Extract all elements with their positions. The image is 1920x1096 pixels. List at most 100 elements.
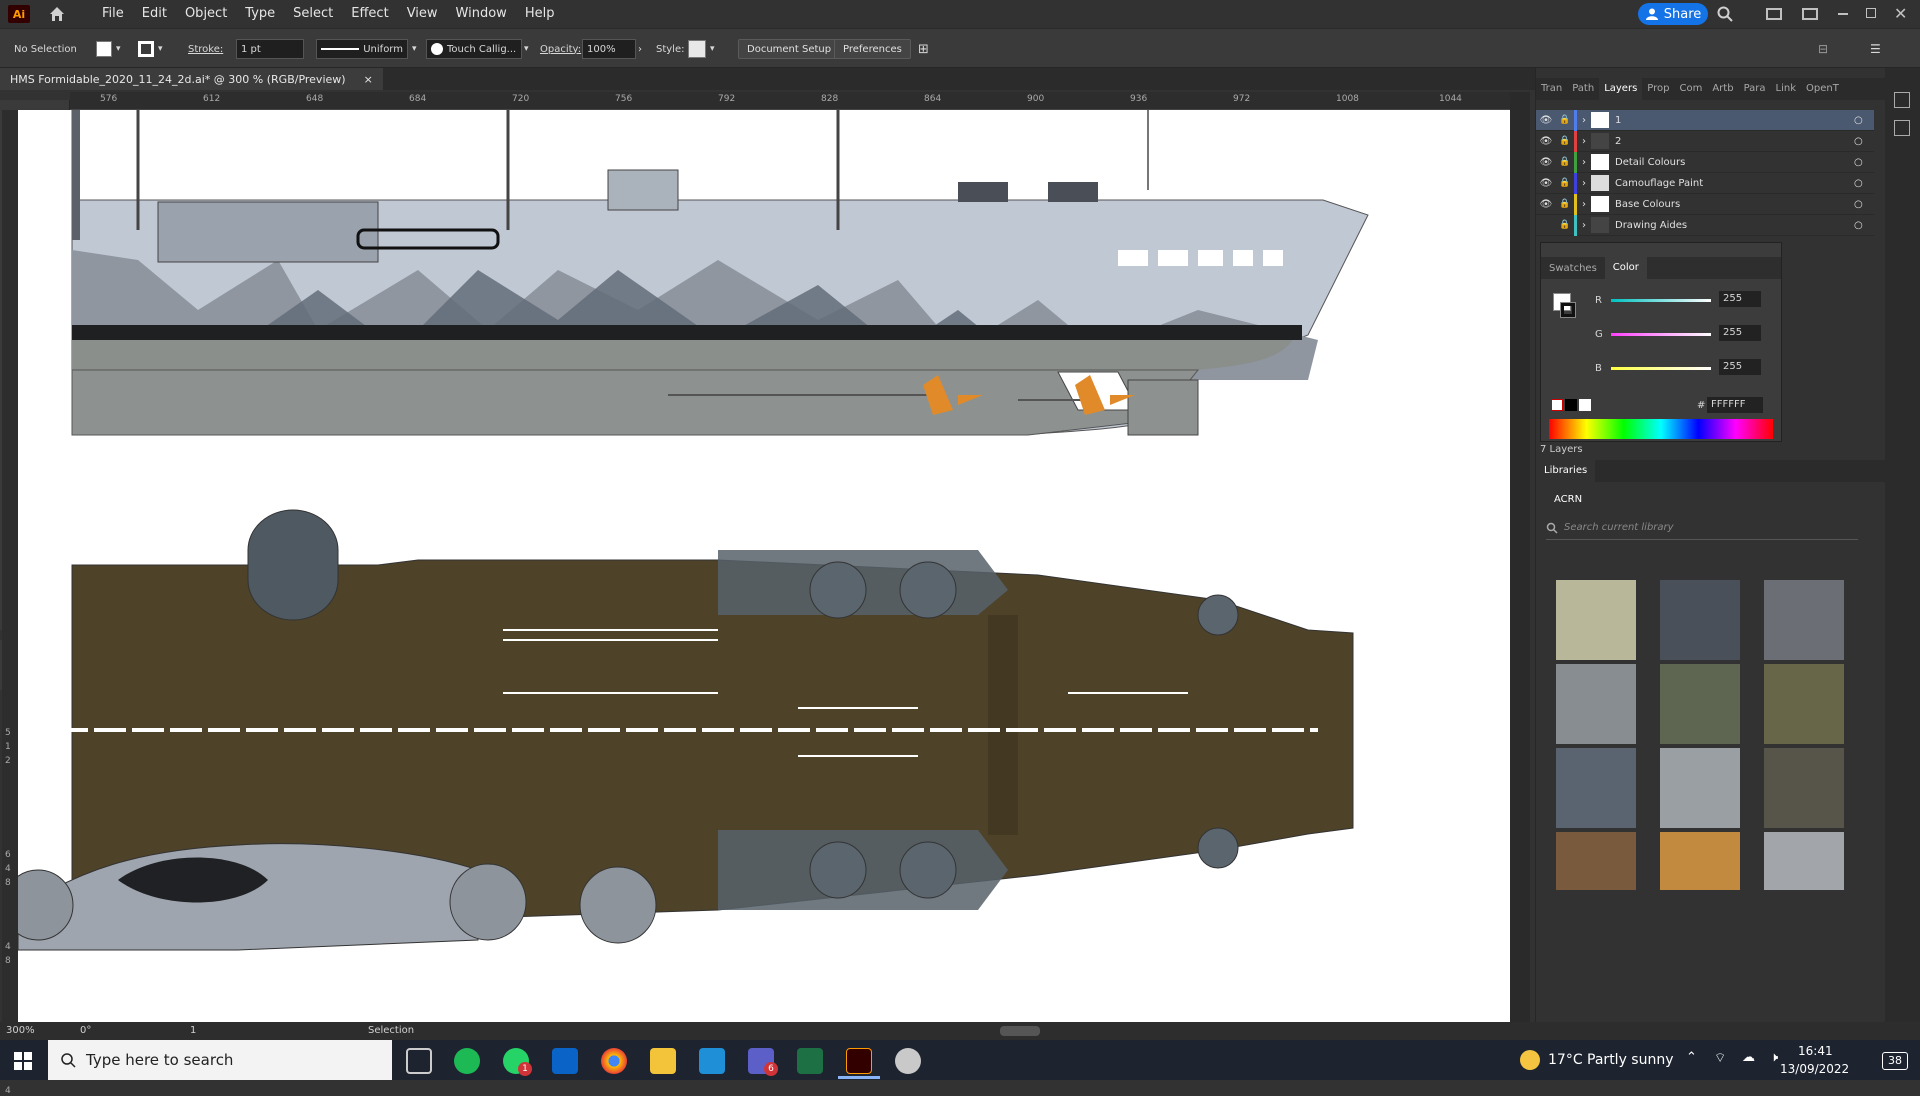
chevron-down-icon[interactable]: ▾ <box>116 44 121 54</box>
windows-start-icon[interactable] <box>14 1052 32 1070</box>
fill-swatch[interactable] <box>96 41 112 57</box>
clock-time[interactable]: 16:41 <box>1798 1044 1833 1058</box>
tab-swatches[interactable]: Swatches <box>1549 262 1597 274</box>
artboard-canvas[interactable] <box>18 110 1510 1022</box>
library-swatch[interactable] <box>1764 580 1844 660</box>
r-slider[interactable] <box>1611 299 1711 302</box>
target-circle-icon[interactable]: ○ <box>1854 177 1863 189</box>
stroke-color-icon[interactable] <box>1560 302 1576 318</box>
tab-color[interactable]: Color <box>1604 257 1647 279</box>
file-explorer-icon[interactable] <box>650 1048 676 1074</box>
library-swatch[interactable] <box>1556 832 1636 890</box>
library-name[interactable]: ACRN <box>1554 494 1583 505</box>
library-swatch[interactable] <box>1660 580 1740 660</box>
chevron-down-icon[interactable]: ▾ <box>158 44 163 54</box>
layer-row[interactable]: 🔒 › Drawing Aides ○ <box>1536 214 1874 236</box>
workspace-icon[interactable] <box>1802 8 1818 20</box>
tray-chevron-icon[interactable]: ⌃ <box>1686 1050 1697 1065</box>
library-swatch[interactable] <box>1660 664 1740 744</box>
b-field[interactable]: 255 <box>1719 359 1761 375</box>
opacity-label[interactable]: Opacity: <box>540 43 582 55</box>
lock-icon[interactable]: 🔒 <box>1559 157 1571 167</box>
outlook-icon[interactable] <box>552 1048 578 1074</box>
menu-view[interactable]: View <box>406 6 438 21</box>
target-circle-icon[interactable]: ○ <box>1854 135 1863 147</box>
menu-select[interactable]: Select <box>293 6 334 21</box>
restore-icon[interactable] <box>1866 8 1876 18</box>
black-swatch[interactable] <box>1565 399 1577 411</box>
notification-badge[interactable]: 38 <box>1882 1052 1908 1070</box>
visibility-eye-icon[interactable]: 👁 <box>1539 156 1553 168</box>
search-icon[interactable] <box>1716 5 1734 23</box>
chevron-right-icon[interactable]: › <box>1582 177 1586 189</box>
chevron-down-icon[interactable]: ▾ <box>412 44 417 54</box>
layer-name[interactable]: 2 <box>1615 135 1622 147</box>
tab-links[interactable]: Link <box>1775 83 1797 94</box>
close-tab-icon[interactable]: × <box>363 72 373 86</box>
tab-properties[interactable]: Prop <box>1647 83 1670 94</box>
volume-icon[interactable]: 🕨 <box>1770 1050 1779 1065</box>
document-tab[interactable]: HMS Formidable_2020_11_24_2d.ai* @ 300 %… <box>0 68 383 90</box>
menu-object[interactable]: Object <box>184 6 228 21</box>
layer-row[interactable]: 👁 🔒 › Camouflage Paint ○ <box>1536 172 1874 194</box>
stroke-label[interactable]: Stroke: <box>188 43 224 55</box>
library-swatch[interactable] <box>1764 664 1844 744</box>
arrange-documents-icon[interactable] <box>1766 8 1782 20</box>
chevron-right-icon[interactable]: › <box>1582 198 1586 210</box>
current-tool[interactable]: Selection <box>368 1025 415 1036</box>
lock-icon[interactable]: 🔒 <box>1559 115 1571 125</box>
artboard-number[interactable]: 1 <box>190 1025 197 1036</box>
taskbar-search[interactable]: Type here to search <box>48 1040 392 1080</box>
opacity-field[interactable]: 100% <box>582 39 636 59</box>
zoom-level[interactable]: 300% <box>6 1025 35 1036</box>
visibility-eye-icon[interactable]: 👁 <box>1539 114 1553 126</box>
variable-width-profile[interactable]: Uniform <box>316 39 408 59</box>
tab-artboards[interactable]: Artb <box>1712 83 1734 94</box>
tab-layers[interactable]: Layers <box>1599 78 1643 100</box>
tab-transparency[interactable]: Tran <box>1541 83 1563 94</box>
library-swatch[interactable] <box>1556 664 1636 744</box>
layer-name[interactable]: Camouflage Paint <box>1615 177 1704 189</box>
chrome-icon[interactable] <box>601 1048 627 1074</box>
none-swatch[interactable] <box>1551 399 1563 411</box>
layer-row[interactable]: 👁 🔒 › 1 ○ <box>1536 109 1874 131</box>
layer-name[interactable]: 1 <box>1615 114 1622 126</box>
chevron-right-icon[interactable]: › <box>1582 114 1586 126</box>
b-slider[interactable] <box>1611 367 1711 370</box>
minimize-icon[interactable] <box>1838 13 1848 15</box>
library-swatch[interactable] <box>1556 748 1636 828</box>
hex-field[interactable]: FFFFFF <box>1707 397 1763 413</box>
target-circle-icon[interactable]: ○ <box>1854 219 1863 231</box>
color-spectrum[interactable] <box>1549 419 1773 439</box>
align-icon[interactable]: ⊞ <box>918 41 929 57</box>
brush-definition[interactable]: Touch Callig... <box>426 39 522 59</box>
menu-type[interactable]: Type <box>245 6 276 21</box>
menu-effect[interactable]: Effect <box>351 6 389 21</box>
layer-row[interactable]: 👁 🔒 › 2 ○ <box>1536 130 1874 152</box>
lock-icon[interactable]: 🔒 <box>1559 220 1571 230</box>
layer-row[interactable]: 👁 🔒 › Base Colours ○ <box>1536 193 1874 215</box>
chevron-right-icon[interactable]: › <box>1582 156 1586 168</box>
photos-icon[interactable] <box>699 1048 725 1074</box>
lock-icon[interactable]: 🔒 <box>1559 199 1571 209</box>
visibility-eye-icon[interactable]: 👁 <box>1539 177 1553 189</box>
preferences-button[interactable]: Preferences <box>834 39 911 59</box>
excel-icon[interactable] <box>797 1048 823 1074</box>
document-setup-button[interactable]: Document Setup <box>738 39 841 59</box>
menu-edit[interactable]: Edit <box>141 6 167 21</box>
rotate-view[interactable]: 0° <box>80 1025 92 1036</box>
chevron-down-icon[interactable]: ▾ <box>710 44 715 54</box>
layer-name[interactable]: Drawing Aides <box>1615 219 1688 231</box>
share-button[interactable]: Share <box>1638 3 1708 25</box>
visibility-eye-icon[interactable]: 👁 <box>1539 135 1553 147</box>
panel-options-icon[interactable]: ☰ <box>1870 42 1881 56</box>
layer-name[interactable]: Base Colours <box>1615 198 1681 210</box>
visibility-eye-icon[interactable]: 👁 <box>1539 198 1553 210</box>
target-circle-icon[interactable]: ○ <box>1854 198 1863 210</box>
panel-icon[interactable] <box>1894 92 1910 108</box>
clock-date[interactable]: 13/09/2022 <box>1780 1062 1850 1076</box>
weather-text[interactable]: 17°C Partly sunny <box>1548 1052 1674 1068</box>
menu-window[interactable]: Window <box>455 6 507 21</box>
library-search[interactable]: Search current library <box>1546 516 1858 540</box>
chevron-right-icon[interactable]: › <box>1582 135 1586 147</box>
